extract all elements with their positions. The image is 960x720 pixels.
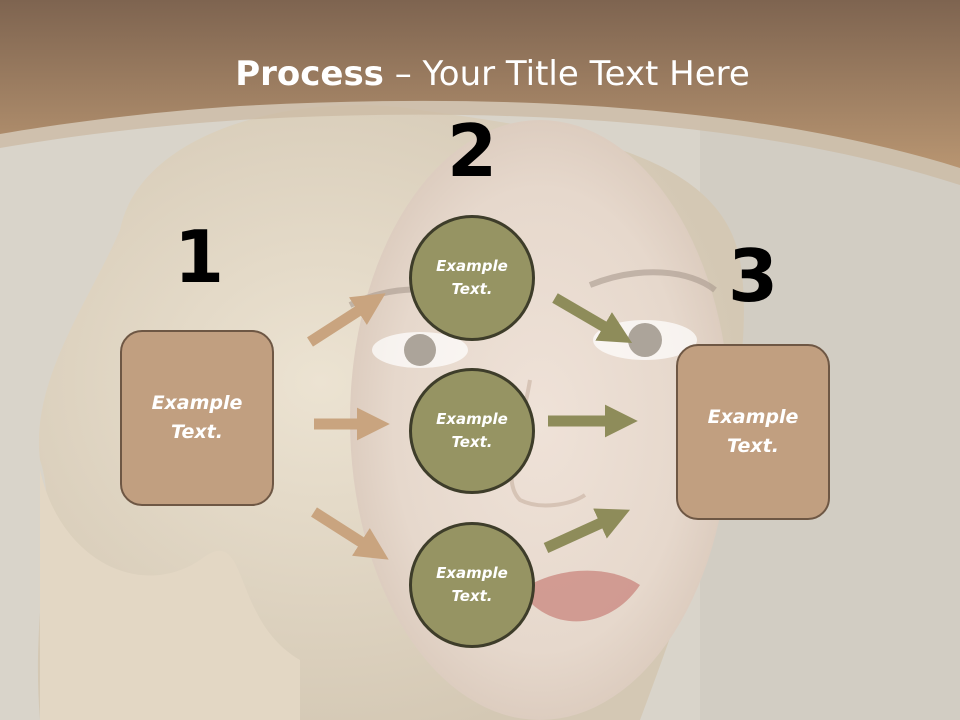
step-3-text-line1: Example [707,406,799,428]
circle-top-text-line1: Example [436,257,508,275]
step-3-text-line2: Text. [727,435,779,457]
step-2-circle-bottom: Example Text. [409,522,535,648]
title-rest: – Your Title Text Here [383,54,750,94]
step-1-text-line2: Text. [171,421,223,443]
step-2-circle-middle: Example Text. [409,368,535,494]
circle-top-text-line2: Text. [451,280,493,298]
title-bold: Process [235,54,384,94]
step-2-circle-top: Example Text. [409,215,535,341]
circle-middle-text-line1: Example [436,410,508,428]
step-1-box: Example Text. [120,330,274,506]
step-3-box: Example Text. [676,344,830,520]
step-1-text-line1: Example [151,392,243,414]
circle-bottom-text-line1: Example [436,564,508,582]
step-number-3: 3 [727,234,779,318]
circle-bottom-text-line2: Text. [451,587,493,605]
step-number-2: 2 [446,109,498,193]
slide-title: Process – Your Title Text Here [0,52,960,96]
header-band [0,0,960,185]
circle-middle-text-line2: Text. [451,433,493,451]
step-number-1: 1 [173,215,225,299]
